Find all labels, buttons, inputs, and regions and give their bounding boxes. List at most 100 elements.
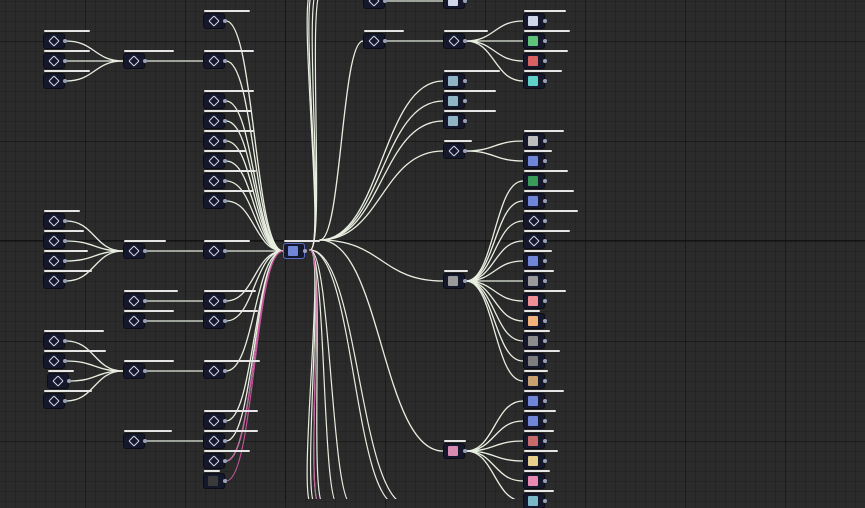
graph-node[interactable] (44, 230, 84, 248)
output-port[interactable] (543, 499, 547, 503)
graph-node[interactable] (524, 410, 556, 428)
graph-node[interactable] (204, 130, 254, 148)
connection-wire[interactable] (309, 249, 398, 499)
output-port[interactable] (223, 159, 227, 163)
connection-wire[interactable] (309, 249, 320, 499)
graph-node[interactable] (524, 50, 568, 68)
connection-wire[interactable] (65, 220, 124, 252)
graph-node[interactable] (44, 30, 90, 48)
graph-node[interactable] (444, 440, 467, 458)
graph-node[interactable] (44, 70, 90, 88)
connection-wire[interactable] (309, 249, 408, 499)
graph-node[interactable] (44, 330, 104, 348)
connection-wire[interactable] (465, 450, 524, 482)
graph-node[interactable] (124, 240, 166, 258)
output-port[interactable] (223, 439, 227, 443)
connection-wire[interactable] (69, 370, 124, 382)
output-port[interactable] (143, 369, 147, 373)
graph-node[interactable] (524, 290, 566, 308)
graph-node[interactable] (48, 370, 74, 388)
output-port[interactable] (543, 279, 547, 283)
connection-wire[interactable] (465, 220, 524, 282)
connection-wire[interactable] (465, 440, 524, 452)
output-port[interactable] (543, 399, 547, 403)
output-port[interactable] (143, 249, 147, 253)
output-port[interactable] (383, 39, 387, 43)
output-port[interactable] (223, 59, 227, 63)
output-port[interactable] (63, 59, 67, 63)
graph-node[interactable] (524, 270, 554, 288)
graph-node[interactable] (204, 110, 252, 128)
graph-node[interactable] (204, 10, 250, 28)
output-port[interactable] (63, 359, 67, 363)
graph-node[interactable] (444, 30, 488, 48)
output-port[interactable] (463, 149, 467, 153)
graph-node[interactable] (204, 190, 254, 208)
graph-node[interactable] (444, 90, 496, 108)
connection-wire[interactable] (465, 40, 524, 82)
graph-node[interactable] (44, 270, 92, 288)
connection-wire[interactable] (65, 250, 124, 262)
graph-node[interactable] (44, 50, 90, 68)
connection-wire[interactable] (465, 40, 524, 62)
output-port[interactable] (143, 439, 147, 443)
output-port[interactable] (543, 299, 547, 303)
graph-node[interactable] (124, 290, 178, 308)
graph-node[interactable] (44, 390, 92, 408)
connection-wire[interactable] (225, 250, 284, 442)
output-port[interactable] (223, 479, 227, 483)
output-port[interactable] (223, 99, 227, 103)
connection-wire[interactable] (465, 180, 524, 282)
connection-wire[interactable] (319, 80, 444, 241)
output-port[interactable] (543, 59, 547, 63)
output-port[interactable] (143, 299, 147, 303)
graph-node[interactable] (124, 50, 174, 68)
connection-wire[interactable] (465, 240, 524, 282)
graph-node[interactable] (204, 150, 246, 168)
graph-node[interactable] (124, 360, 174, 378)
connection-wire[interactable] (465, 150, 524, 162)
graph-node[interactable] (524, 450, 558, 468)
output-port[interactable] (63, 239, 67, 243)
graph-node[interactable] (524, 310, 547, 328)
connection-wire[interactable] (309, 249, 338, 499)
connection-wire[interactable] (225, 250, 284, 422)
output-port[interactable] (543, 339, 547, 343)
connection-wire[interactable] (225, 20, 284, 252)
output-port[interactable] (543, 219, 547, 223)
connection-wire[interactable] (319, 120, 444, 241)
output-port[interactable] (543, 439, 547, 443)
connection-wire[interactable] (319, 239, 444, 452)
output-port[interactable] (463, 0, 467, 3)
connection-wire[interactable] (319, 239, 444, 282)
connection-wire[interactable] (65, 370, 124, 402)
output-port[interactable] (543, 199, 547, 203)
output-port[interactable] (67, 379, 71, 383)
output-port[interactable] (303, 249, 307, 253)
output-port[interactable] (63, 399, 67, 403)
output-port[interactable] (543, 159, 547, 163)
output-port[interactable] (543, 379, 547, 383)
graph-node[interactable] (524, 390, 564, 408)
output-port[interactable] (223, 369, 227, 373)
output-port[interactable] (63, 219, 67, 223)
output-port[interactable] (463, 79, 467, 83)
connection-wire[interactable] (465, 450, 523, 499)
graph-node[interactable] (284, 240, 320, 258)
output-port[interactable] (63, 339, 67, 343)
connection-wire[interactable] (465, 140, 524, 152)
graph-node[interactable] (204, 310, 258, 328)
connection-wire[interactable] (225, 100, 284, 252)
output-port[interactable] (543, 359, 547, 363)
graph-node[interactable] (444, 140, 472, 158)
connection-wire[interactable] (319, 100, 444, 241)
connection-wire[interactable] (306, 0, 316, 251)
output-port[interactable] (543, 419, 547, 423)
connection-wire[interactable] (309, 249, 317, 499)
output-port[interactable] (543, 319, 547, 323)
graph-node[interactable] (524, 30, 570, 48)
connection-wire[interactable] (309, 249, 324, 499)
graph-node[interactable] (204, 170, 256, 188)
graph-node[interactable] (204, 360, 260, 378)
graph-node[interactable] (524, 130, 564, 148)
